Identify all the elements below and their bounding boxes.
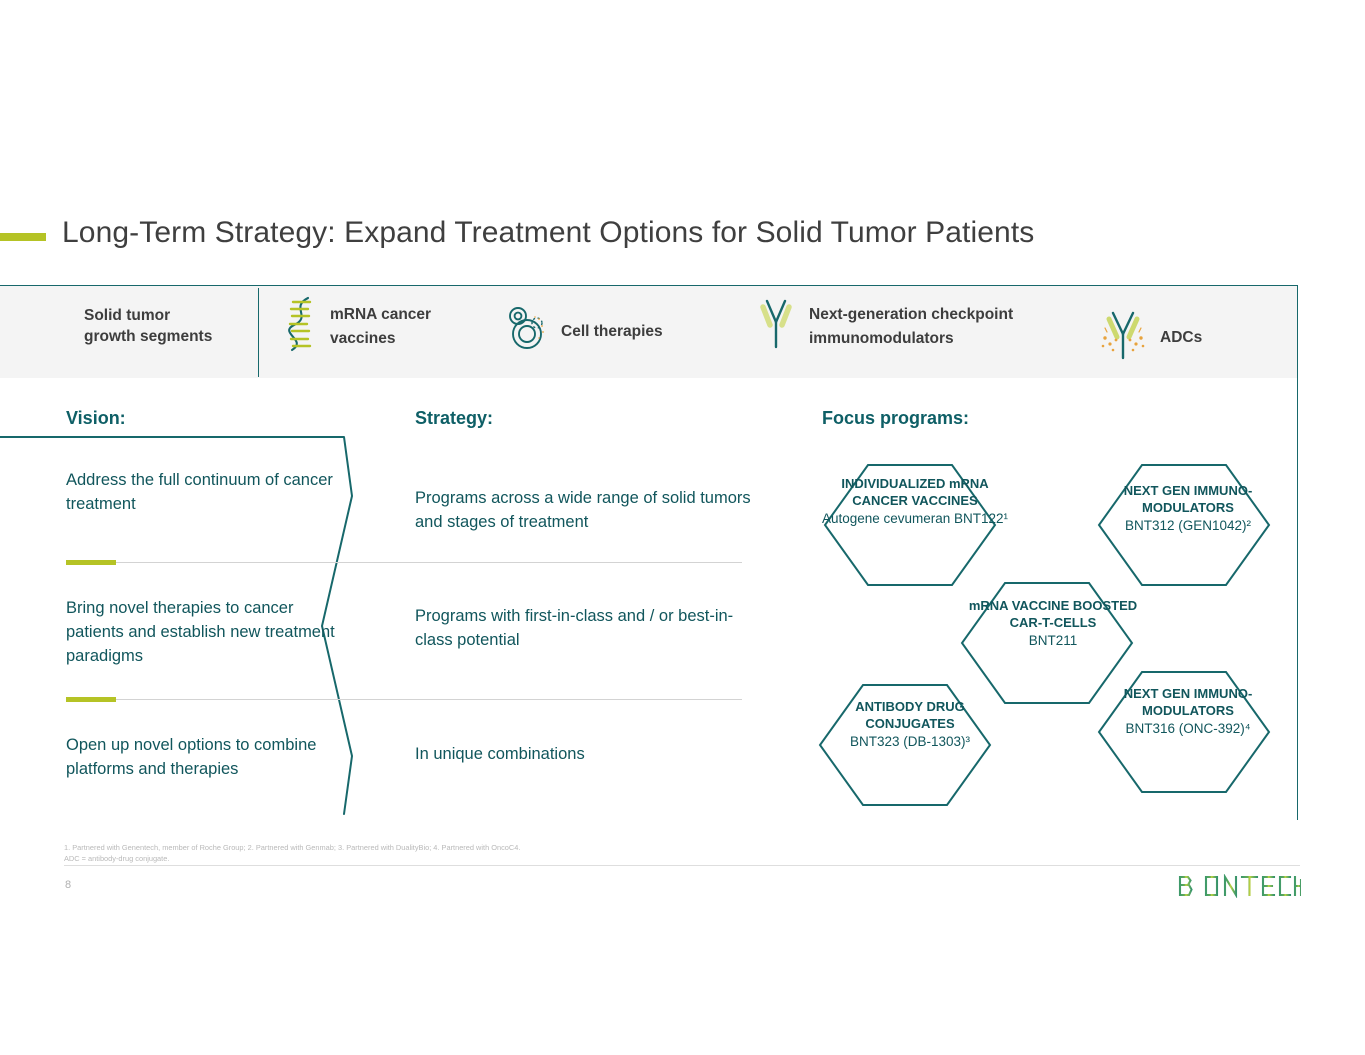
focus-program-subtitle: BNT312 (GEN1042)² <box>1124 518 1252 533</box>
segment-label: Cell therapies <box>561 322 663 340</box>
focus-program-subtitle: BNT323 (DB-1303)³ <box>849 734 971 749</box>
vision-item-3: Open up novel options to combine platfor… <box>66 736 317 778</box>
focus-program-title: NEXT GEN IMMUNO-MODULATORS <box>1123 483 1253 515</box>
strategy-item-1: Programs across a wide range of solid tu… <box>415 489 751 531</box>
focus-program-1[interactable]: INDIVIDUALIZED mRNA CANCER VACCINES Auto… <box>820 476 1010 528</box>
segments-band <box>0 285 1298 378</box>
band-divider <box>258 288 260 377</box>
band-label-line1: Solid tumor <box>84 307 171 324</box>
focus-program-subtitle: BNT316 (ONC-392)⁴ <box>1125 721 1251 736</box>
footnote-line-1: 1. Partnered with Genentech, member of R… <box>64 843 521 852</box>
cell-circles-icon <box>505 306 549 357</box>
segment-adcs[interactable]: ADCs <box>1098 306 1202 369</box>
page-number: 8 <box>65 879 72 891</box>
focus-programs-hex-cluster <box>805 440 1305 840</box>
vision-heading: Vision: <box>66 408 126 428</box>
row-separator-accent-2 <box>66 697 116 702</box>
focus-program-title: INDIVIDUALIZED mRNA CANCER VACCINES <box>841 476 989 508</box>
strategy-item-2: Programs with first-in-class and / or be… <box>415 607 734 649</box>
focus-program-5[interactable]: NEXT GEN IMMUNO-MODULATORS BNT316 (ONC-3… <box>1093 686 1283 738</box>
right-vertical-rule <box>1297 285 1299 820</box>
segment-mrna-cancer-vaccines[interactable]: mRNA cancer vaccines <box>282 295 470 358</box>
segment-label: ADCs <box>1160 328 1203 346</box>
antibody-y-icon <box>755 295 797 358</box>
focus-program-title: mRNA VACCINE BOOSTED CAR-T-CELLS <box>968 598 1138 630</box>
vision-item-1: Address the full continuum of cancer tre… <box>66 471 333 513</box>
segment-label: mRNA cancer vaccines <box>330 305 432 347</box>
row-separator-2 <box>66 699 742 700</box>
focus-program-title: NEXT GEN IMMUNO-MODULATORS <box>1123 686 1253 718</box>
focus-program-3[interactable]: mRNA VACCINE BOOSTED CAR-T-CELLS BNT211 <box>958 598 1148 650</box>
page-title: Long-Term Strategy: Expand Treatment Opt… <box>62 216 1035 249</box>
focus-program-4[interactable]: ANTIBODY DRUG CONJUGATES BNT323 (DB-1303… <box>815 699 1005 751</box>
row-separator-accent-1 <box>66 560 116 565</box>
vision-bracket-shape <box>0 436 370 816</box>
footnotes: 1. Partnered with Genentech, member of R… <box>64 843 764 864</box>
title-accent-bar <box>0 233 46 241</box>
focus-programs-heading: Focus programs: <box>822 408 970 428</box>
focus-program-subtitle: BNT211 <box>1028 633 1078 648</box>
vision-item-2: Bring novel therapies to cancer patients… <box>66 599 335 665</box>
strategy-item-3: In unique combinations <box>415 745 585 763</box>
strategy-heading: Strategy: <box>415 408 494 428</box>
mrna-strand-icon <box>282 295 318 358</box>
segment-next-gen-checkpoint-immunomodulators[interactable]: Next-generation checkpoint immunomodulat… <box>755 295 1079 358</box>
segment-label: Next-generation checkpoint immunomodulat… <box>809 305 1014 347</box>
focus-program-2[interactable]: NEXT GEN IMMUNO-MODULATORS BNT312 (GEN10… <box>1093 483 1283 535</box>
row-separator-1 <box>66 562 742 563</box>
footer-rule <box>64 865 1300 866</box>
biontech-logo <box>1177 873 1303 899</box>
focus-program-subtitle: Autogene cevumeran BNT122¹ <box>821 511 1009 526</box>
segment-cell-therapies[interactable]: Cell therapies <box>505 306 663 357</box>
antibody-drug-conjugate-icon <box>1098 306 1148 369</box>
focus-program-title: ANTIBODY DRUG CONJUGATES <box>855 699 965 731</box>
band-label-line2: growth segments <box>84 328 213 345</box>
footnote-line-2: ADC = antibody-drug conjugate. <box>64 853 170 863</box>
band-label: Solid tumor growth segments <box>84 305 249 347</box>
